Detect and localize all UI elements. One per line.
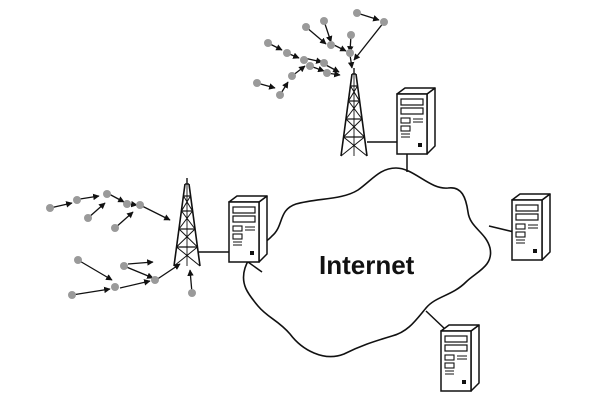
internet-cloud	[242, 167, 492, 358]
sensor-node	[46, 204, 54, 212]
sensor-network-left	[49, 193, 194, 296]
server-bottom	[440, 324, 480, 392]
server-left	[228, 195, 268, 263]
server-tower-icon	[511, 193, 551, 261]
sensor-node	[103, 190, 111, 198]
server-right	[511, 193, 551, 261]
sensor-node	[346, 49, 354, 57]
radio-tower-icon	[173, 177, 201, 267]
sensor-node	[111, 224, 119, 232]
sensor-node	[151, 276, 159, 284]
tower-top	[340, 67, 368, 157]
sensor-node	[323, 69, 331, 77]
server-tower-icon	[228, 195, 268, 263]
sensor-nodes-top	[253, 9, 388, 99]
sensor-node	[84, 214, 92, 222]
sensor-node	[120, 262, 128, 270]
server-tower-icon	[396, 87, 436, 155]
sensor-node	[276, 91, 284, 99]
sensor-node	[73, 196, 81, 204]
sensor-node	[380, 18, 388, 26]
sensor-node	[111, 283, 119, 291]
server-top	[396, 87, 436, 155]
sensor-node	[288, 72, 296, 80]
sensor-node	[283, 49, 291, 57]
sensor-node	[306, 62, 314, 70]
sensor-node	[320, 59, 328, 67]
radio-tower-icon	[340, 67, 368, 157]
sensor-node	[320, 17, 328, 25]
sensor-node	[136, 201, 144, 209]
network-links	[198, 141, 515, 331]
sensor-node	[264, 39, 272, 47]
internet-label: Internet	[319, 250, 415, 280]
sensor-node	[68, 291, 76, 299]
sensor-node	[300, 56, 308, 64]
sensor-node	[347, 31, 355, 39]
sensor-node	[74, 256, 82, 264]
sensor-node	[123, 200, 131, 208]
sensor-node	[188, 289, 196, 297]
sensor-node	[253, 79, 261, 87]
sensor-node	[327, 41, 335, 49]
sensor-network-top	[256, 12, 385, 96]
tower-left	[173, 177, 201, 267]
sensor-nodes-left	[46, 190, 196, 299]
server-tower-icon	[440, 324, 480, 392]
sensor-node	[302, 23, 310, 31]
sensor-node	[353, 9, 361, 17]
